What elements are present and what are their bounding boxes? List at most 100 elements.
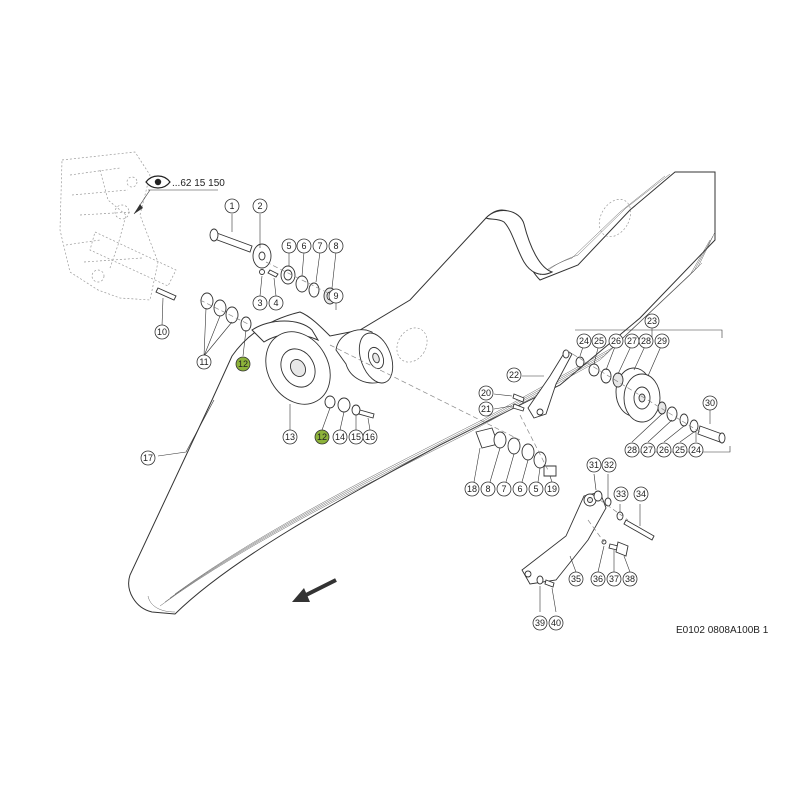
callout-circle: [591, 333, 607, 349]
pin-10: [155, 287, 177, 301]
small-parts-31-34: [593, 490, 655, 541]
callout-number: 29: [657, 336, 667, 346]
callout-circle: [624, 442, 640, 458]
callout-number: 26: [611, 336, 621, 346]
callout-28: 28: [638, 333, 654, 349]
callout-22: 22: [506, 367, 522, 383]
callout-circle: [654, 333, 670, 349]
callout-circle: [252, 295, 268, 311]
callout-circle: [590, 571, 606, 587]
callout-number: 36: [593, 574, 603, 584]
callout-number: 32: [604, 460, 614, 470]
callout-circle: [528, 481, 544, 497]
callout-6: 6: [512, 481, 528, 497]
callout-circle: [235, 356, 251, 372]
callout-26: 26: [608, 333, 624, 349]
parts-18-19: [475, 427, 557, 477]
callout-number: 25: [675, 445, 685, 455]
callout-5: 5: [528, 481, 544, 497]
callout-number: 5: [533, 484, 538, 494]
callout-number: 24: [579, 336, 589, 346]
callout-circle: [478, 401, 494, 417]
callout-number: 10: [157, 327, 167, 337]
callout-number: 13: [285, 432, 295, 442]
callout-circle: [268, 295, 284, 311]
callout-circle: [332, 429, 348, 445]
callout-number: 19: [547, 484, 557, 494]
callout-number: 38: [625, 574, 635, 584]
callout-number: 17: [143, 453, 153, 463]
callout-number: 20: [481, 388, 491, 398]
callout-number: 8: [333, 241, 338, 251]
callout-circle: [601, 457, 617, 473]
callout-leaders: [157, 214, 731, 613]
callout-circle: [688, 442, 704, 458]
callout-number: 16: [365, 432, 375, 442]
callout-circle: [464, 481, 480, 497]
callout-number: 7: [317, 241, 322, 251]
callout-37: 37: [606, 571, 622, 587]
callout-number: 6: [301, 241, 306, 251]
callout-33: 33: [613, 486, 629, 502]
machine-frame-outline: [59, 151, 177, 301]
callout-27: 27: [624, 333, 640, 349]
pulley-29: [615, 367, 661, 423]
callout-circle: [362, 429, 378, 445]
callout-number: 34: [636, 489, 646, 499]
callout-39: 39: [532, 615, 548, 631]
callout-number: 8: [485, 484, 490, 494]
callout-number: 28: [627, 445, 637, 455]
callout-26: 26: [656, 442, 672, 458]
callout-21: 21: [478, 401, 494, 417]
callout-circle: [576, 333, 592, 349]
reference-label: ...62 15 150: [145, 175, 225, 191]
callout-circle: [480, 481, 496, 497]
callout-number: 28: [641, 336, 651, 346]
rings-24-28-right: [657, 401, 699, 433]
callout-27: 27: [640, 442, 656, 458]
callout-circle: [196, 354, 212, 370]
callout-25: 25: [672, 442, 688, 458]
callout-14: 14: [332, 429, 348, 445]
callout-12: 12: [314, 429, 330, 445]
callout-number: 27: [643, 445, 653, 455]
washer-2: [252, 243, 272, 269]
callout-number: 9: [333, 291, 338, 301]
callout-number: 24: [691, 445, 701, 455]
callout-circle: [154, 324, 170, 340]
callout-8: 8: [328, 238, 344, 254]
callout-23: 23: [644, 313, 660, 329]
callout-circle: [656, 442, 672, 458]
reference-arrow: [133, 189, 151, 215]
callout-30: 30: [702, 395, 718, 411]
callout-circle: [496, 481, 512, 497]
callout-31: 31: [586, 457, 602, 473]
callout-circle: [282, 429, 298, 445]
callout-number: 23: [647, 316, 657, 326]
callout-number: 3: [257, 298, 262, 308]
small-parts-3-4: [259, 269, 279, 278]
callout-circle: [622, 571, 638, 587]
callout-28: 28: [624, 442, 640, 458]
callout-circle: [296, 238, 312, 254]
callout-number: 14: [335, 432, 345, 442]
callout-36: 36: [590, 571, 606, 587]
callout-10: 10: [154, 324, 170, 340]
belt-17: [128, 171, 716, 615]
callout-circle: [544, 481, 560, 497]
callout-circle: [140, 450, 156, 466]
callout-number: 27: [627, 336, 637, 346]
callout-number: 39: [535, 618, 545, 628]
callout-number: 5: [286, 241, 291, 251]
callout-circle: [281, 238, 297, 254]
callout-circle: [672, 442, 688, 458]
callout-circle: [506, 367, 522, 383]
bushing-12a: [240, 316, 252, 332]
callout-circle: [312, 238, 328, 254]
callout-circle: [633, 486, 649, 502]
callout-circle: [512, 481, 528, 497]
callout-15: 15: [348, 429, 364, 445]
callout-number: 37: [609, 574, 619, 584]
callout-1: 1: [224, 198, 240, 214]
